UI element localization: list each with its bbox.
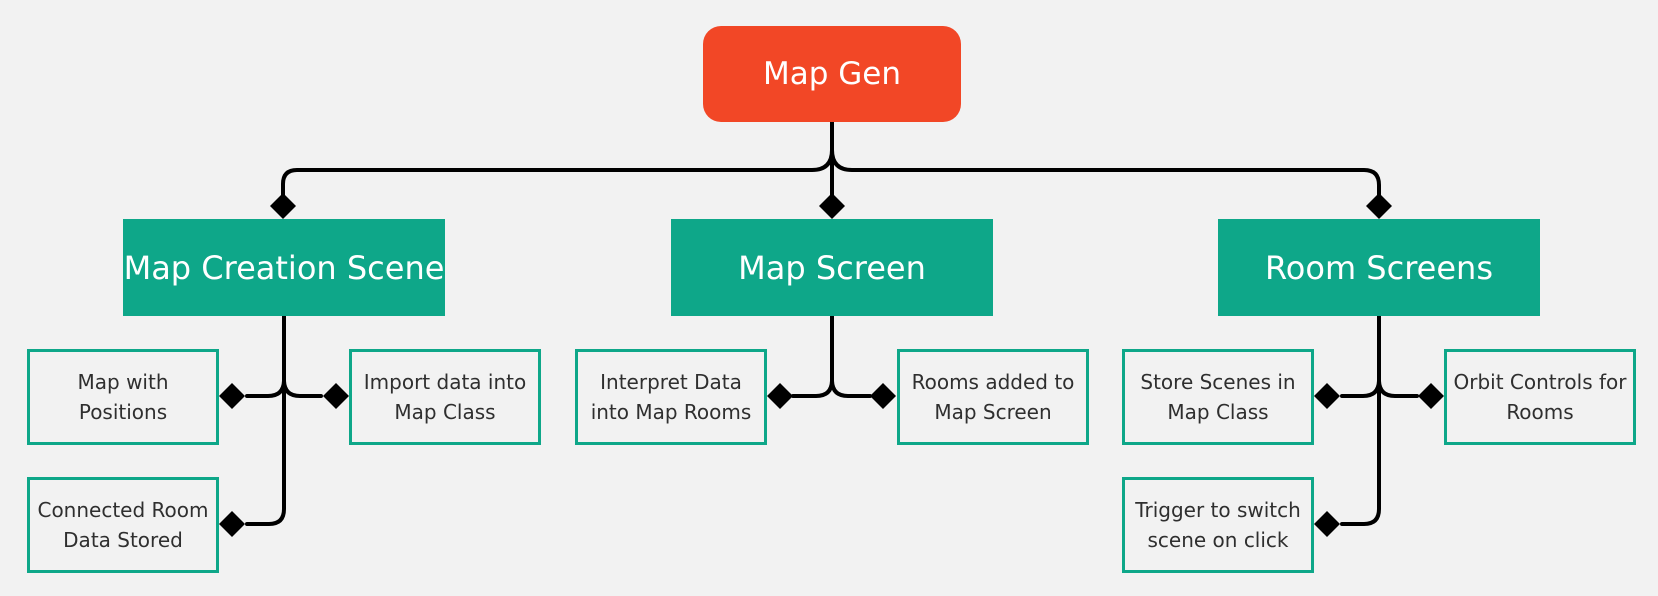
- leaf-node-rooms-added: Rooms added to Map Screen: [897, 349, 1089, 445]
- leaf-text-line: Connected Room: [37, 498, 209, 522]
- diamond-trigger-switch: [1314, 511, 1340, 537]
- leaf-text-line: Trigger to switch: [1135, 498, 1301, 522]
- category-node-map-creation-scene: Map Creation Scene: [123, 219, 445, 316]
- diamond-interpret-data: [767, 383, 793, 409]
- room-screens-right-connector: [1377, 378, 1419, 398]
- category-node-map-screen: Map Screen: [671, 219, 993, 316]
- diamond-room-screens: [1366, 193, 1392, 219]
- diamond-store-scenes: [1314, 383, 1340, 409]
- leaf-text-line: Rooms: [1506, 400, 1574, 424]
- root-node-map-gen: Map Gen: [703, 26, 961, 122]
- leaf-text-line: Interpret Data: [600, 370, 742, 394]
- leaf-text-line: Rooms added to: [911, 370, 1075, 394]
- map-creation-right-connector: [282, 378, 323, 398]
- root-trunk-connector: [281, 120, 834, 207]
- leaf-text-line: Orbit Controls for: [1453, 370, 1627, 394]
- leaf-node-interpret-data: Interpret Data into Map Rooms: [575, 349, 767, 445]
- leaf-text-line: Positions: [78, 400, 168, 424]
- room-screens-left-connector: [1340, 378, 1381, 398]
- leaf-node-import-data: Import data into Map Class: [349, 349, 541, 445]
- map-screen-left-connector: [791, 378, 834, 398]
- diamond-connected-room: [219, 511, 245, 537]
- map-creation-trunk-connector: [245, 314, 286, 526]
- leaf-text-line: Data Stored: [63, 528, 183, 552]
- map-screen-right-connector: [830, 378, 872, 398]
- diamond-orbit-controls: [1418, 383, 1444, 409]
- room-screens-trunk-connector: [1340, 314, 1381, 526]
- leaf-node-store-scenes: Store Scenes in Map Class: [1122, 349, 1314, 445]
- category-node-room-screens: Room Screens: [1218, 219, 1540, 316]
- leaf-text-line: Map with: [77, 370, 169, 394]
- leaf-text-line: Map Screen: [934, 400, 1052, 424]
- leaf-text-line: into Map Rooms: [590, 400, 752, 424]
- leaf-text-line: Store Scenes in: [1140, 370, 1296, 394]
- diamond-import-data: [323, 383, 349, 409]
- leaf-text-line: Map Class: [394, 400, 496, 424]
- leaf-text-line: Import data into: [363, 370, 527, 394]
- diamond-map-screen: [819, 193, 845, 219]
- diamond-map-creation-scene: [270, 193, 296, 219]
- leaf-node-map-with-positions: Map with Positions: [27, 349, 219, 445]
- root-right-connector: [830, 148, 1381, 207]
- leaf-node-trigger-switch: Trigger to switch scene on click: [1122, 477, 1314, 573]
- map-creation-left-connector: [245, 378, 286, 398]
- leaf-node-connected-room: Connected Room Data Stored: [27, 477, 219, 573]
- leaf-text-line: Map Class: [1167, 400, 1269, 424]
- diamond-rooms-added: [870, 383, 896, 409]
- diamond-map-with-positions: [219, 383, 245, 409]
- leaf-node-orbit-controls: Orbit Controls for Rooms: [1444, 349, 1636, 445]
- leaf-text-line: scene on click: [1147, 528, 1289, 552]
